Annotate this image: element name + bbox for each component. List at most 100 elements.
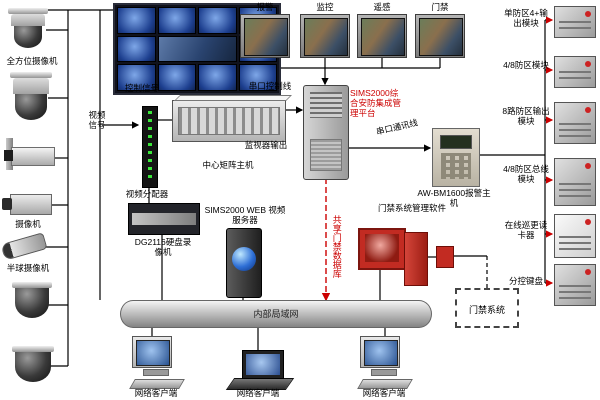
- network-client-laptop: [225, 350, 295, 390]
- zone-output-module: [554, 6, 596, 38]
- module-led: [585, 269, 591, 275]
- control-signal-label: 控制信号: [124, 83, 159, 93]
- server-grille: [310, 139, 342, 171]
- video-distributor: [142, 106, 158, 188]
- surveillance-monitor-screen: [304, 18, 348, 56]
- control-keypad: [554, 264, 596, 306]
- web-video-server-label: SIMS2000 WEB 视频服务器: [204, 205, 286, 226]
- camera-mount: [12, 346, 54, 352]
- client-screen: [136, 340, 170, 366]
- module-terminals: [559, 236, 591, 253]
- wall-screen: [198, 64, 237, 91]
- bus-module: [554, 158, 596, 206]
- top-monitor-label-surveillance: 监控: [316, 2, 334, 12]
- shared-access-db-label: 共享门禁数据库: [331, 214, 342, 278]
- camera-lens: [4, 150, 13, 161]
- top-monitor-label-access: 门禁: [431, 2, 449, 12]
- camera-mount: [10, 72, 52, 78]
- camera-label-box: 摄像机: [15, 219, 41, 229]
- camera-dome: [15, 94, 47, 120]
- hdd-recorder: [128, 203, 200, 235]
- camera-lens: [2, 198, 12, 210]
- camera-body: [0, 232, 48, 261]
- speed-dome-camera-2: [10, 72, 52, 120]
- wall-screen: [117, 64, 156, 91]
- access-monitor: [415, 14, 465, 58]
- alarm-monitor: [240, 14, 290, 58]
- bullet-camera: [0, 230, 48, 262]
- network-client-pc-2: [357, 336, 413, 389]
- dome-camera-2: [12, 346, 54, 382]
- matrix-host-label: 中心矩阵主机: [202, 160, 254, 170]
- monitor-base: [371, 369, 397, 376]
- recorder-faceplate: [132, 213, 196, 225]
- alarm-monitor-screen: [244, 18, 288, 56]
- top-monitor-label-telemetry: 遥感: [373, 2, 391, 12]
- module-terminals: [559, 123, 591, 139]
- module-led: [585, 61, 591, 67]
- lan-backbone: 内部局域网: [120, 300, 432, 328]
- access-workstation-tower: [404, 232, 428, 286]
- module-led: [585, 163, 591, 169]
- telemetry-monitor: [357, 14, 407, 58]
- access-interface-box: [436, 246, 454, 268]
- network-client-pc-1: [129, 336, 185, 389]
- camera-dome: [15, 352, 51, 382]
- wall-screen: [117, 35, 156, 63]
- wall-screen: [157, 64, 196, 91]
- camera-body: [11, 147, 55, 166]
- speed-dome-camera-1: [8, 8, 48, 48]
- module-terminals: [559, 285, 591, 301]
- monitor-base: [143, 369, 169, 376]
- module-label-1: 单防区4+输出模块: [504, 8, 548, 29]
- video-distributor-label: 视频分配器: [125, 189, 169, 199]
- output-module: [554, 102, 596, 144]
- module-label-3: 8路防区输出模块: [502, 106, 550, 127]
- video-signal-label: 视频信号: [88, 110, 106, 131]
- access-workstation-monitor: [358, 228, 406, 270]
- camera-label-omni: 全方位摄像机: [6, 56, 58, 66]
- alarm-host-keypad: [441, 153, 471, 179]
- surveillance-monitor: [300, 14, 350, 58]
- telemetry-monitor-screen: [361, 18, 405, 56]
- laptop-screen: [246, 354, 280, 375]
- wall-screen: [198, 7, 237, 34]
- wall-screen: [238, 64, 277, 91]
- camera-mount: [12, 282, 52, 288]
- sims-platform-label: SIMS2000综合安防集成管理平台: [350, 88, 402, 119]
- module-led: [585, 219, 591, 225]
- alarm-host: [432, 128, 480, 187]
- distributor-leds: [148, 111, 152, 183]
- module-label-2: 4/8防区模块: [503, 60, 549, 70]
- camera-body: [11, 14, 45, 26]
- client-label-3: 网络客户端: [362, 388, 406, 398]
- matrix-card-slots: [178, 107, 280, 135]
- alarm-host-label: AW-BM1600报警主机: [417, 188, 491, 209]
- module-label-4: 4/8防区总线模块: [503, 164, 549, 185]
- alarm-host-display: [440, 135, 472, 149]
- wall-screen: [157, 7, 196, 34]
- hdd-recorder-label: DG2116硬盘录像机: [134, 237, 192, 258]
- top-monitor-label-alarm: 报警: [256, 2, 274, 12]
- camera-dome: [14, 26, 42, 48]
- laptop-screen-frame: [242, 350, 284, 379]
- client-monitor: [132, 336, 172, 368]
- module-terminals: [559, 182, 591, 201]
- web-video-server: [226, 228, 262, 298]
- access-system-box: 门禁系统: [455, 288, 519, 328]
- wall-screen: [117, 7, 156, 34]
- access-workstation-screen: [365, 234, 399, 262]
- access-system-label: 门禁系统: [468, 305, 505, 315]
- module-terminals: [559, 21, 591, 33]
- camera-dome: [15, 288, 49, 318]
- zone-module: [554, 56, 596, 88]
- module-label-6: 分控键盘: [508, 276, 543, 286]
- client-label-2: 网络客户端: [236, 388, 280, 398]
- access-mgmt-software-label: 门禁系统管理软件: [378, 203, 447, 213]
- server-vents: [310, 92, 342, 118]
- monitor-output-label: 监视器输出: [244, 140, 288, 150]
- wall-main-screen: [157, 35, 237, 63]
- box-camera: [2, 192, 52, 216]
- module-led: [585, 107, 591, 113]
